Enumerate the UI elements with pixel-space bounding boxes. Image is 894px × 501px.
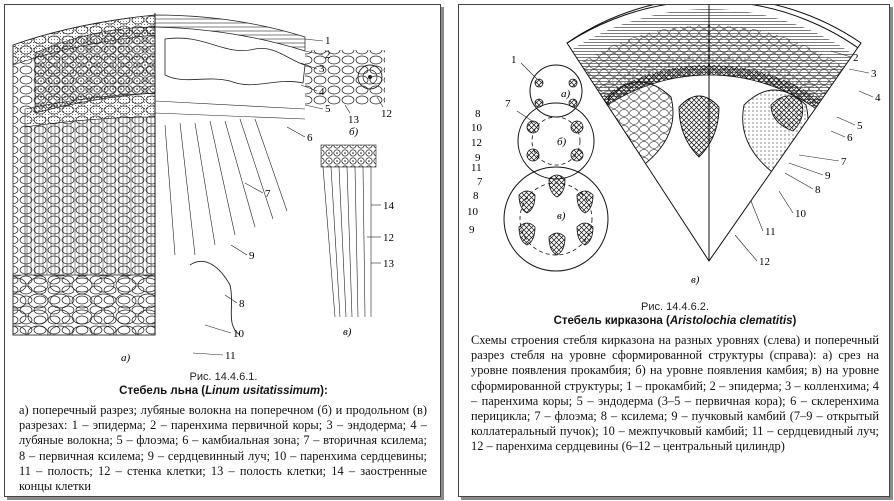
aristo-figure-description: Схемы строения стебля кирказона на разны… xyxy=(471,333,879,454)
aristo-sublabel-a: а) xyxy=(561,88,571,100)
aristo-sublabel-v: в) xyxy=(557,210,566,222)
aristo-latin-name: Aristolochia clematitis xyxy=(669,315,793,327)
aristo-sublabel-v-fan: в) xyxy=(691,274,700,286)
fan-section xyxy=(567,5,861,262)
flax-figure-title: Стебель льна (Linum usitatissimum): xyxy=(119,385,328,397)
flax-label-4: 4 xyxy=(319,86,325,98)
aristo-label-l9b: 9 xyxy=(469,224,475,236)
aristo-label-l12: 12 xyxy=(471,137,482,149)
flax-label-11: 11 xyxy=(225,350,236,362)
aristo-label-r6: 6 xyxy=(847,132,853,144)
flax-label-3: 3 xyxy=(319,63,325,75)
inset-v xyxy=(320,144,377,318)
aristo-label-l10b: 10 xyxy=(467,206,479,218)
flax-label-12: 12 xyxy=(381,108,392,120)
aristo-label-r9: 9 xyxy=(825,170,831,182)
aristo-label-r5: 5 xyxy=(857,120,863,132)
flax-stem-drawing: 1 2 3 4 5 6 7 9 8 10 11 13 12 14 12 13 а… xyxy=(12,13,395,364)
flax-label-1: 1 xyxy=(325,35,331,47)
aristo-label-r7: 7 xyxy=(841,156,847,168)
aristo-label-l8: 8 xyxy=(475,108,481,120)
aristo-label-r8: 8 xyxy=(815,184,821,196)
flax-label-8: 8 xyxy=(239,298,245,310)
flax-label-5: 5 xyxy=(325,103,331,115)
aristo-label-r11: 11 xyxy=(765,226,776,238)
aristo-label-l8b: 8 xyxy=(473,190,479,202)
flax-label-9: 9 xyxy=(249,250,255,262)
figure-panel-aristolochia: 1 7 8 10 12 9 11 7 8 10 9 2 3 4 5 6 7 9 … xyxy=(458,4,890,497)
flax-figure-description: а) поперечный разрез; лубяные волокна на… xyxy=(19,403,427,494)
flax-label-13b: 13 xyxy=(383,258,395,270)
aristo-sublabel-b: б) xyxy=(557,136,567,148)
aristo-label-l7: 7 xyxy=(505,98,511,110)
aristo-label-r4: 4 xyxy=(875,92,881,104)
flax-sublabel-a: а) xyxy=(121,352,131,364)
schematic-levels xyxy=(503,64,609,272)
aristolochia-stem-drawing: 1 7 8 10 12 9 11 7 8 10 9 2 3 4 5 6 7 9 … xyxy=(467,5,881,286)
figure-panel-flax: 1 2 3 4 5 6 7 9 8 10 11 13 12 14 12 13 а… xyxy=(4,4,441,497)
flax-label-6: 6 xyxy=(307,132,313,144)
flax-label-13: 13 xyxy=(348,114,360,126)
aristo-label-r3: 3 xyxy=(871,68,877,80)
flax-label-14: 14 xyxy=(383,200,395,212)
aristo-label-l7b: 7 xyxy=(477,176,483,188)
flax-label-2: 2 xyxy=(325,49,331,61)
flax-latin-name: Linum usitatissimum xyxy=(205,385,321,397)
aristo-label-r10: 10 xyxy=(795,208,807,220)
aristo-figure-number: Рис. 14.4.6.2. xyxy=(641,301,709,313)
aristo-label-r2: 2 xyxy=(853,52,859,64)
aristo-figure-title: Стебель кирказона (Aristolochia clematit… xyxy=(553,315,797,327)
flax-label-10: 10 xyxy=(233,328,245,340)
flax-sublabel-b: б) xyxy=(349,126,359,138)
aristo-label-l1: 1 xyxy=(511,54,517,66)
flax-label-12b: 12 xyxy=(383,232,394,244)
aristo-label-l10: 10 xyxy=(471,122,483,134)
flax-sublabel-v: в) xyxy=(343,326,352,338)
aristo-label-l11: 11 xyxy=(471,162,482,174)
inset-b xyxy=(305,50,385,105)
flax-label-7: 7 xyxy=(265,188,271,200)
flax-figure-number: Рис. 14.4.6.1. xyxy=(189,371,258,383)
aristo-label-r12: 12 xyxy=(759,256,770,268)
aristo-label-l9: 9 xyxy=(475,152,481,164)
